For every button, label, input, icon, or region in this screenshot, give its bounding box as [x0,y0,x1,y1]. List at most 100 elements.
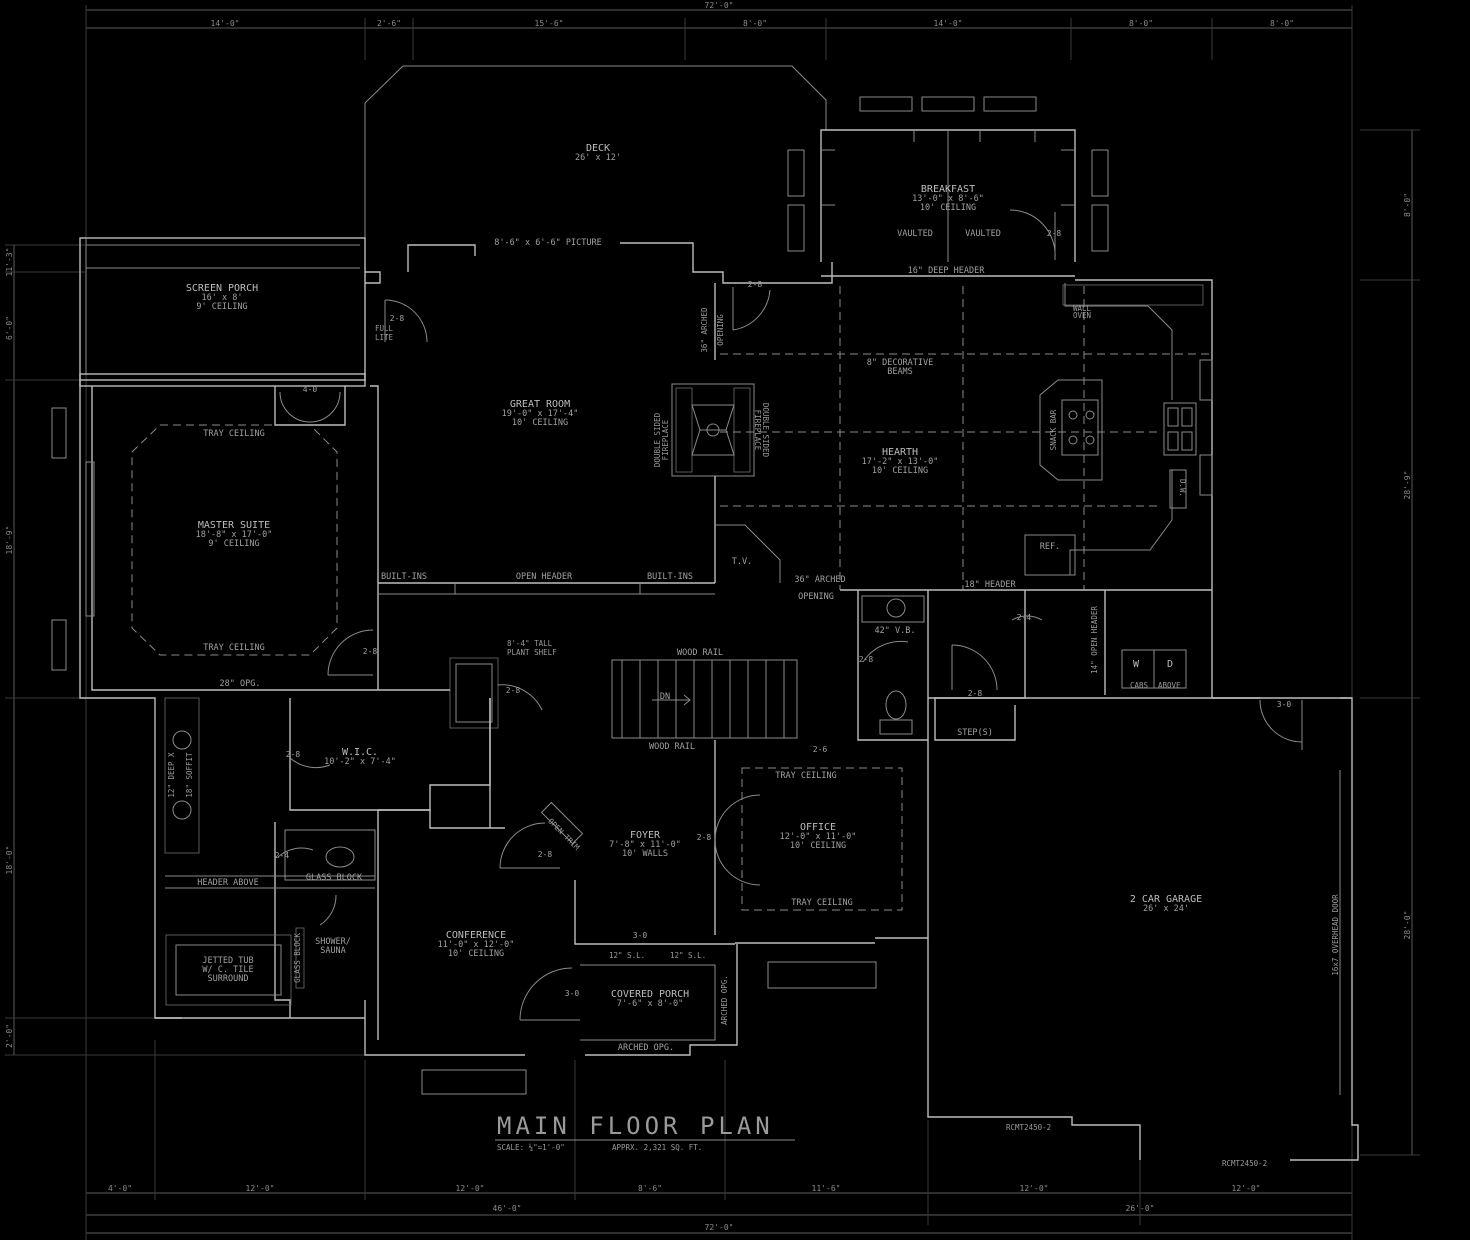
ref-note: REF. [1040,542,1060,552]
wood-rail-bottom: WOOD RAIL [649,742,695,752]
overhead-door-note: 16x7 OVERHEAD DOOR [1331,894,1340,976]
hearth-label: HEARTH [882,447,918,458]
exterior-walls [79,242,1359,1161]
office-ceiling: 10' CEILING [790,841,846,851]
conference-ceiling: 10' CEILING [448,949,504,959]
opg-28-note: 28" OPG. [220,679,261,689]
door-tag-garage: 3-0 [1277,700,1292,709]
dim-bot-1: 4'-0" [108,1184,132,1193]
shower-1: SHOWER/ [315,937,351,947]
dim-top-total: 72'-0" [705,1,734,10]
fireplace-right-2: FIREPLACE [753,410,762,451]
door-tag-office: 2-8 [697,833,712,842]
dimension-labels: 72'-0" 14'-0" 2'-6" 15'-6" 8'-0" 14'-0" … [5,1,1412,1232]
screen-porch-ceiling: 9' CEILING [196,302,247,312]
full-lite-1: FULL [375,324,394,333]
wic-size: 10'-2" x 7'-4" [324,757,396,767]
open-trim-note: OPEN TRIM [546,817,581,852]
conference-size: 11'-0" x 12'-0" [438,940,515,950]
foyer-size: 7'-8" x 11'-0" [609,840,681,850]
dim-top-7: 8'-0" [1270,19,1294,28]
garage-window-1: RCMT2450-2 [1006,1123,1051,1132]
door-tag-screen-porch: 2-8 [390,314,405,323]
beams-note-1: 8" DECORATIVE [867,358,934,368]
sl-right: 12" S.L. [670,951,706,960]
dim-top-3: 15'-6" [535,19,564,28]
washer-label: W [1133,659,1140,670]
deck-size: 26' x 12' [575,153,621,163]
office-size: 12'-0" x 11'-0" [780,832,857,842]
door-tag-toilet: 2-4 [275,851,290,860]
dim-bot-2: 12'-0" [246,1184,275,1193]
dim-right-2: 28'-9" [1403,471,1412,500]
foyer-label: FOYER [630,830,661,841]
door-tag-kitchen-laundry: 2-4 [1017,613,1032,622]
breakfast-size: 13'-0" x 8'-6" [912,194,984,204]
tv-note: T.V. [732,557,752,567]
conference: CONFERENCE 11'-0" x 12'-0" 10' CEILING [377,809,527,1095]
dimension-lines [5,5,1420,1240]
door-tag-great-arch: 2-8 [748,280,763,289]
garage-label: 2 CAR GARAGE [1130,894,1202,905]
plant-shelf-1: 8'-4" TALL [507,639,553,648]
deep-header-note: 16" DEEP HEADER [908,266,986,276]
great-room-label: GREAT ROOM [510,399,570,410]
dim-bottom-total: 72'-0" [705,1223,734,1232]
master-tray-bottom: TRAY CEILING [203,643,264,653]
dw-note: D.W. [1178,479,1187,497]
screen-porch-size: 16' x 8' [202,293,243,303]
dryer-label: D [1167,659,1173,670]
wall-oven-2: OVEN [1073,311,1091,320]
wood-rail-top: WOOD RAIL [677,648,723,658]
open-header-great: OPEN HEADER [516,572,573,582]
dim-left-5: 2'-0" [5,1024,14,1048]
dim-bot-3: 12'-0" [456,1184,485,1193]
dim-bot-sub-right: 26'-0" [1126,1204,1155,1213]
laundry: 2-8 STEP(S) 2-4 14" OPEN HEADER W D CABS… [934,590,1187,741]
plan-title: MAIN FLOOR PLAN [497,1112,774,1140]
master-suite-size: 18'-8" x 17'-0" [196,530,273,540]
great-room-ceiling: 10' CEILING [512,418,568,428]
office: TRAY CEILING TRAY CEILING OFFICE 12'-0" … [697,745,903,989]
dim-left-2: 6'-0" [5,316,14,340]
stairs: WOOD RAIL WOOD RAIL DN [611,648,798,752]
dim-top-6: 8'-0" [1129,19,1153,28]
dim-left-4: 18'-0" [5,846,14,875]
door-tag-wic: 2-8 [286,750,301,759]
opening-36-note: OPENING [798,592,834,602]
plan-area: APPRX. 2,321 SQ. FT. [612,1143,702,1152]
door-tag-closet: 2-6 [813,745,828,754]
breakfast-room: BREAKFAST 13'-0" x 8'-6" 10' CEILING VAU… [787,96,1109,277]
breakfast-label: BREAKFAST [921,184,975,195]
stairs-down: DN [660,692,670,702]
covered-porch: COVERED PORCH 7'-6" x 8'-0" 3-0 ARCHED O… [519,964,729,1053]
beams-note-2: BEAMS [887,367,913,377]
door-tag-plant: 2-8 [506,686,521,695]
soffit-2: 18" SOFFIT [185,752,194,798]
arched-opg-side: ARCHED OPG. [720,975,729,1025]
vaulted-left: VAULTED [897,229,933,239]
picture-window-note: 8'-6" x 6'-6" PICTURE [494,238,601,248]
tub-2: W/ C. TILE [202,965,253,975]
door-tag-hall-bath: 2-8 [859,655,874,664]
door-tag-porch: 3-0 [565,989,580,998]
header-18-note: 18" HEADER [964,580,1016,590]
above-label: ABOVE [1158,681,1181,690]
deck: DECK 26' x 12' 8'-6" x 6'-6" PICTURE [364,65,827,248]
office-tray-top: TRAY CEILING [775,771,836,781]
hearth-kitchen: 8" DECORATIVE BEAMS HEARTH 17'-2" x 13'-… [720,283,1213,602]
fireplace-right-1: DOUBLE SIDED [761,403,770,458]
glass-block-vertical: GLASS BLOCK [293,933,302,983]
open-header-14: 14" OPEN HEADER [1090,606,1099,674]
wic-label: W.I.C. [342,747,378,758]
dim-left-1: 11'-3" [5,248,14,277]
screen-porch-label: SCREEN PORCH [186,283,258,294]
dim-bot-6: 12'-0" [1020,1184,1049,1193]
built-ins-left: BUILT-INS [381,572,427,582]
great-room: BUILT-INS OPEN HEADER BUILT-INS GREAT RO… [378,280,781,595]
plan-scale: SCALE: ¼"=1'-0" [497,1143,565,1152]
soffit-1: 12" DEEP X [167,752,176,798]
door-tag-conference: 2-8 [538,850,553,859]
